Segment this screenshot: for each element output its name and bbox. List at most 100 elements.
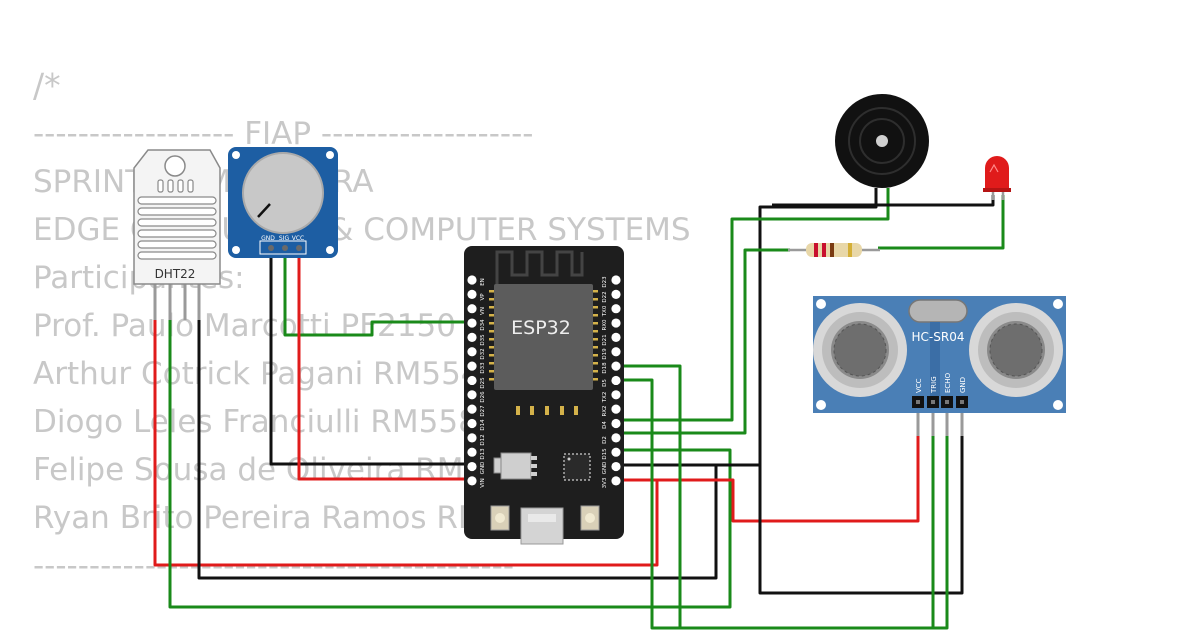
esp32-pin-label: TX2 [602,392,608,404]
hc-pin-gnd: GND [959,377,967,393]
esp32-label: ESP32 [511,317,571,339]
hc-pin-vcc: VCC [915,378,923,393]
potentiometer-knob[interactable] [242,152,324,234]
esp32-pin-label: D14 [480,419,486,431]
esp32-pin-label: VP [480,293,486,301]
esp32-pin-label: D32 [480,348,486,359]
comment-line: ------------------ FIAP ----------------… [33,116,534,152]
esp32-pin-label: D22 [602,291,608,302]
esp32-pin-d15[interactable] [611,447,621,457]
esp32-pin-d14[interactable] [467,418,477,429]
wire-pot-gnd[interactable] [269,246,474,466]
wires [153,188,1005,630]
esp32-pin-label: RX2 [602,405,608,416]
hc-sr04-transducer-left [813,303,907,397]
esp32-pin-d23[interactable] [611,275,621,285]
esp32-pin-d26[interactable] [467,390,477,400]
esp32-en-button[interactable] [580,505,600,531]
wire-hc-vcc[interactable] [616,410,920,523]
comment-line: Prof. Paulo Marcotti PF2150 [33,308,456,344]
esp32-pin-label: D12 [480,434,486,445]
wire-hc-gnd[interactable] [758,410,964,595]
esp32-pin-d33[interactable] [467,361,477,371]
esp32-pin-rx2[interactable] [611,404,621,414]
esp32-pin-vn[interactable] [467,304,477,314]
esp32-pin-label: GND [602,462,608,475]
esp32-pin-label: D33 [480,362,486,374]
esp32-pin-label: D15 [602,448,608,460]
esp32-pin-d21[interactable] [611,332,621,342]
wire-resistor-esp[interactable] [616,248,790,435]
wire-buzzer-neg[interactable] [616,188,878,467]
esp32-boot-button[interactable] [490,505,510,531]
potentiometer[interactable]: GND SIG VCC [228,147,338,258]
esp32-module-pads [489,290,598,415]
dht22-sensor[interactable]: DHT22 [133,149,221,320]
esp32-pin-label: D18 [602,362,608,374]
hc-sr04-transducer-right [969,303,1063,397]
dht22-label: DHT22 [155,267,196,281]
wire-hc-echo[interactable] [616,378,949,630]
esp32-pin-gnd[interactable] [611,461,621,472]
wire-pot-vcc[interactable] [297,246,474,481]
pot-pin-sig: SIG [279,235,290,242]
esp32-pin-label: RX0 [602,319,608,331]
led-red[interactable] [983,156,1011,200]
esp32-pin-label: D4 [602,421,608,429]
esp32-pin-d18[interactable] [611,361,621,371]
esp32-pin-d32[interactable] [467,347,477,357]
buzzer[interactable] [835,94,929,188]
esp32-pin-label: D34 [480,319,486,331]
hc-sr04-sensor[interactable]: HC-SR04 VCC TRIG ECHO GND [813,296,1066,436]
pot-pin-vcc: VCC [292,235,304,242]
dht22-body [133,149,221,285]
esp32-module [494,284,593,390]
esp32-pin-d4[interactable] [611,418,621,429]
esp32-pin-label: D19 [602,348,608,360]
esp32-pin-label: VIN [480,478,486,488]
esp32-pin-rx0[interactable] [611,318,621,328]
esp32-pin-label: D13 [480,448,486,460]
esp32-pin-3v3[interactable] [611,476,621,486]
esp32-pin-en[interactable] [467,275,477,285]
esp32-pin-d2[interactable] [611,433,621,443]
esp32-pin-vp[interactable] [467,289,477,299]
esp32-pin-d5[interactable] [611,375,621,386]
pot-pin-gnd: GND [261,235,275,242]
esp32-pin-label: D2 [602,436,608,444]
esp32-pin-label: D21 [602,334,608,345]
esp32-pin-d13[interactable] [467,447,477,457]
esp32-pin-label: EN [480,278,486,286]
led-body [985,156,1009,190]
esp32-pin-d34[interactable] [467,318,477,328]
esp32-left-pin-labels: EN VP VN D34 D35 D32 D33 D25 D26 D27 D14… [480,278,486,488]
esp32-pin-d19[interactable] [611,347,621,357]
esp32-pin-gnd[interactable] [467,461,477,472]
wire-dht-gnd[interactable] [197,318,718,580]
esp32-pin-tx0[interactable] [611,304,621,314]
esp32-pin-label: 3V3 [602,477,608,488]
resistor[interactable] [788,243,880,257]
esp32-pin-d12[interactable] [467,433,477,443]
esp32-antenna [495,250,584,285]
esp32-left-header [467,275,477,486]
esp32-pin-d27[interactable] [467,404,477,414]
wire-led-cathode[interactable] [772,195,995,207]
esp32-pin-label: D5 [602,379,608,387]
esp32-pin-d25[interactable] [467,375,477,386]
wire-led-anode[interactable] [878,195,1005,250]
esp32-pin-tx2[interactable] [611,390,621,400]
hc-sr04-label: HC-SR04 [912,330,965,344]
esp32-pin-d35[interactable] [467,332,477,342]
wire-pot-sig[interactable] [283,246,474,337]
hc-pin-echo: ECHO [944,372,952,393]
esp32-pin-vin[interactable] [467,476,477,486]
esp32-board[interactable]: ESP32 EN VP VN D34 D35 D32 D33 D25 D26 D… [464,246,624,545]
wire-buzzer-pos[interactable] [616,188,890,422]
wire-dht-data[interactable] [168,318,732,609]
esp32-usb-chip [563,453,591,481]
esp32-pin-d22[interactable] [611,289,621,299]
esp32-pin-label: D26 [480,391,486,403]
esp32-pin-label: D23 [602,276,608,288]
